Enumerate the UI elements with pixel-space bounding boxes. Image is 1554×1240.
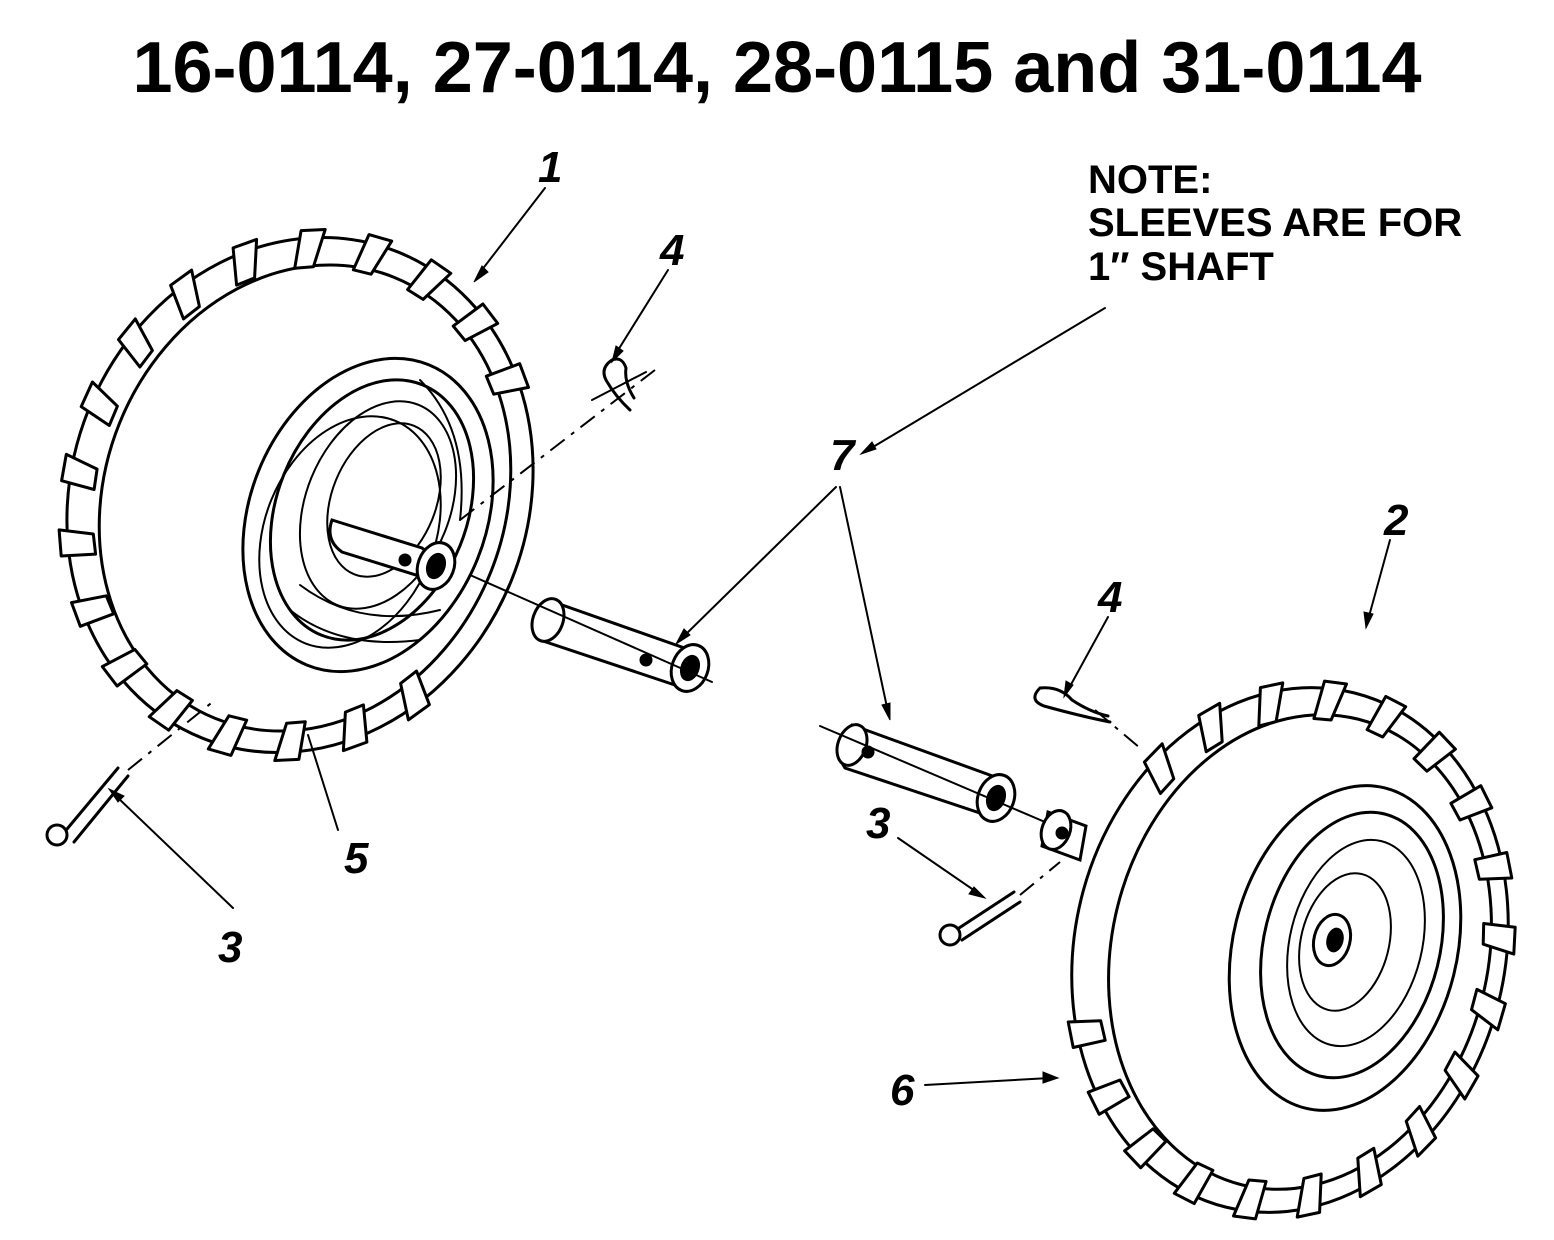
callout-4-clip-left: 4 <box>659 226 684 275</box>
tread-lug <box>451 302 500 343</box>
left-axle-tube <box>328 518 457 591</box>
tread-lug <box>1449 784 1494 822</box>
tread-lug <box>1481 922 1517 956</box>
note-block: NOTE: SLEEVES ARE FOR 1″ SHAFT <box>1088 158 1462 289</box>
left-rim <box>241 356 495 674</box>
left-clevis-pin <box>45 699 216 847</box>
tread-lug <box>60 452 99 491</box>
callout-3-pin-left: 3 <box>218 923 242 972</box>
right-wheel-assembly <box>1039 679 1517 1221</box>
tread-lug <box>273 720 307 762</box>
tread-lug <box>100 647 149 688</box>
tread-lug <box>351 233 394 276</box>
callout-2-tire: 2 <box>1383 496 1409 545</box>
tread-lug <box>169 268 201 321</box>
tread-lug <box>406 258 453 301</box>
callout-3-pin-right: 3 <box>866 799 890 848</box>
tread-lug <box>206 714 249 757</box>
tread-lug <box>1443 1050 1480 1101</box>
right-clevis-pin <box>938 861 1061 947</box>
tread-lug <box>79 380 119 427</box>
tread-lug <box>147 689 194 732</box>
right-hub-stub <box>1039 809 1088 863</box>
tread-lug <box>70 594 116 628</box>
left-clip-centerline <box>459 369 656 521</box>
callout-1-tire: 1 <box>538 143 562 192</box>
right-sleeve-axis <box>819 725 1046 823</box>
left-tire-tread-lugs <box>57 228 530 762</box>
tread-lug <box>231 237 259 287</box>
tread-lug <box>1312 679 1348 722</box>
right-tire <box>1066 679 1517 1221</box>
callout-5-rim: 5 <box>344 834 369 883</box>
tread-lug <box>117 317 154 369</box>
tread-lug <box>341 703 369 753</box>
note-heading: NOTE: <box>1088 158 1212 202</box>
tread-lug <box>293 228 327 270</box>
right-hairpin-clip <box>1033 686 1141 749</box>
callout-6-rim: 6 <box>890 1066 915 1115</box>
tread-lug <box>1295 1172 1323 1219</box>
right-tire-tread-lugs <box>1066 679 1517 1221</box>
tread-lug <box>1473 851 1514 881</box>
right-rim <box>1227 784 1463 1112</box>
tread-lug <box>1257 681 1285 728</box>
tread-lug <box>1197 701 1224 754</box>
tread-lug <box>1412 730 1457 773</box>
tread-lug <box>1470 987 1507 1032</box>
left-sleeve <box>530 597 711 693</box>
tread-lug <box>1356 1146 1383 1199</box>
right-sleeve <box>835 723 1017 823</box>
tread-lug <box>484 362 530 396</box>
left-wheel-assembly <box>57 228 535 831</box>
page-title: 16-0114, 27-0114, 28-0115 and 31-0114 <box>132 28 1421 108</box>
tread-lug <box>57 528 98 558</box>
tread-lug <box>1365 694 1408 739</box>
tread-lug <box>1066 1019 1107 1049</box>
tread-lug <box>1232 1178 1268 1221</box>
callout-4-clip-right: 4 <box>1097 573 1122 622</box>
tread-lug <box>1142 742 1176 795</box>
note-line-sleeves: SLEEVES ARE FOR <box>1088 201 1462 245</box>
tread-lug <box>1123 1127 1168 1170</box>
left-sleeve-axis <box>469 574 713 683</box>
left-tire <box>57 228 535 762</box>
left-hairpin-clip <box>591 357 647 412</box>
note-line-shaft: 1″ SHAFT <box>1088 245 1274 289</box>
tread-lug <box>1086 1078 1131 1116</box>
tread-lug <box>399 669 431 722</box>
callout-7-sleeves: 7 <box>830 431 857 480</box>
tread-lug <box>1404 1105 1438 1158</box>
leader-lines <box>107 187 1391 1086</box>
tread-lug <box>1172 1161 1215 1206</box>
